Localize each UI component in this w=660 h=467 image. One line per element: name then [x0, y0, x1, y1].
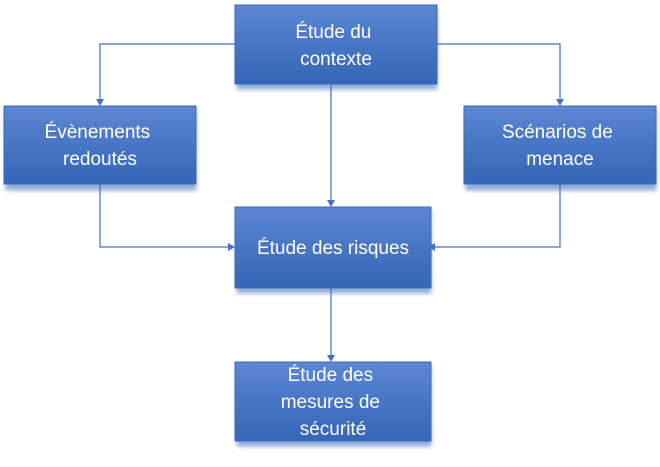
arrowhead-risks-from-context: [327, 200, 335, 207]
svg-text:Étude des risques: Étude des risques: [257, 238, 409, 259]
svg-text:Scénarios de menace: Scénarios de menace: [502, 122, 618, 170]
node-threat-scenarios-line-1: Scénarios de: [502, 122, 613, 143]
arrowhead-threat-scenarios: [556, 99, 564, 106]
connectors: [96, 43, 564, 362]
node-feared-events-line-2: redoutés: [63, 149, 137, 170]
node-feared-events-line-1: Évènements: [45, 122, 151, 143]
node-context-line-1: Étude du: [295, 22, 371, 43]
connector-threat-scenarios-to-risks: [433, 184, 561, 248]
node-security-measures: Étude des mesures de sécurité: [234, 361, 432, 447]
arrowhead-risks-from-feared-events: [228, 243, 235, 251]
connector-context-to-feared-events: [99, 43, 235, 101]
arrowhead-feared-events: [96, 99, 104, 106]
node-security-measures-line-1: Étude des: [288, 365, 374, 386]
node-context: Étude du contexte: [234, 4, 438, 90]
svg-text:Étude du contexte: Étude du contexte: [295, 22, 376, 70]
node-risks-line-1: Étude des risques: [257, 238, 409, 259]
connector-context-to-threat-scenarios: [437, 43, 561, 101]
node-threat-scenarios: Scénarios de menace: [463, 105, 657, 191]
svg-text:Étude des mesures de: Étude des mesures de sécurité: [281, 365, 386, 440]
arrowhead-security-measures: [327, 355, 335, 362]
node-threat-scenarios-line-2: menace: [526, 149, 594, 170]
connector-feared-events-to-risks: [99, 184, 230, 248]
node-risks: Étude des risques: [234, 206, 432, 294]
node-security-measures-line-3: sécurité: [300, 419, 367, 440]
svg-text:Évènements redoutés: Évènements redoutés: [45, 122, 156, 170]
node-feared-events: Évènements redoutés: [3, 105, 197, 191]
node-context-line-2: contexte: [300, 49, 372, 70]
node-security-measures-line-2: mesures de: [281, 392, 380, 413]
